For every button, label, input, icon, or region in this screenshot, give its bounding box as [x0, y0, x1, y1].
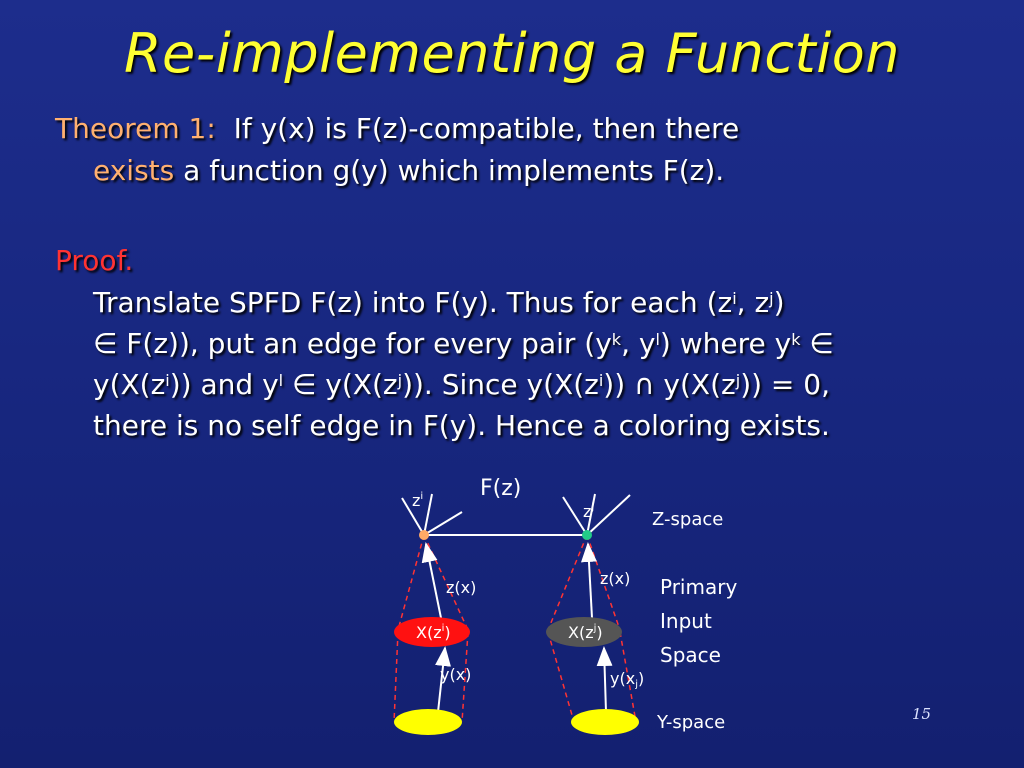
xzi-label: X(zi) — [416, 623, 451, 642]
proof-line-2: ∈ F(z)), put an edge for every pair (yk,… — [93, 327, 834, 361]
xzj-label: X(zj) — [568, 623, 603, 642]
sup: j — [735, 371, 741, 390]
yspace-label: Y-space — [656, 712, 725, 733]
proof-text: )) ∩ y(X(z — [603, 368, 736, 401]
proof-text: y(X(z — [93, 368, 166, 401]
proof-line-3: y(X(zi)) and yl ∈ y(X(zj)). Since y(X(zi… — [93, 368, 830, 402]
yx-right-arrow — [596, 646, 613, 713]
sup: j — [769, 289, 774, 308]
xzi-ellipse — [394, 617, 470, 647]
y-ellipse-right — [571, 709, 639, 735]
sup: i — [732, 289, 737, 308]
zx-left-arrow — [421, 542, 442, 619]
proof-text: , y — [621, 327, 656, 360]
proof-text: )) = 0, — [740, 368, 831, 401]
sup: i — [598, 371, 604, 390]
zj-label: zj — [583, 502, 594, 521]
primary-label-3: Space — [660, 643, 721, 667]
xzj-ellipse — [546, 617, 622, 647]
proof-line-1: Translate SPFD F(z) into F(y). Thus for … — [93, 286, 785, 320]
sup: l — [278, 371, 284, 390]
zx-right-arrow — [580, 542, 597, 619]
yx-right-label: y(xj) — [610, 669, 644, 690]
zi-point — [419, 530, 429, 540]
proof-text: ∈ y(X(z — [283, 368, 398, 401]
zi-fan — [401, 493, 463, 536]
fz-label: F(z) — [480, 476, 521, 501]
primary-label-2: Input — [660, 609, 712, 633]
theorem-exists: exists — [93, 154, 175, 187]
sup: k — [611, 330, 622, 349]
yx-left-arrow — [435, 646, 451, 713]
left-cone — [393, 534, 469, 723]
proof-text: ) — [773, 286, 785, 319]
proof-line-4: there is no self edge in F(y). Hence a c… — [93, 409, 830, 443]
proof-text: there is no self edge in F(y). Hence a c… — [93, 409, 830, 442]
proof-text: )). Since y(X(z — [402, 368, 599, 401]
proof-text: )) and y — [169, 368, 279, 401]
zj-fan — [562, 493, 631, 536]
proof-text: ) where y — [659, 327, 792, 360]
proof-text: ∈ — [800, 327, 834, 360]
zx-right-label: z(x) — [600, 569, 630, 588]
proof-text: , z — [736, 286, 770, 319]
theorem-label: Theorem 1: — [55, 112, 216, 145]
page-number: 15 — [912, 705, 932, 723]
y-ellipse-left — [394, 709, 462, 735]
sup: j — [397, 371, 403, 390]
zi-label: zi — [412, 491, 423, 510]
zj-point — [582, 530, 592, 540]
theorem-text-2: a function g(y) which implements F(z). — [174, 154, 725, 187]
theorem-text-1: If y(x) is F(z)-compatible, then there — [233, 112, 740, 145]
proof-text: ∈ F(z)), put an edge for every pair (y — [93, 327, 612, 360]
sup: l — [655, 330, 660, 349]
yx-left-label: y(x) — [440, 665, 471, 684]
proof-text: Translate SPFD F(z) into F(y). Thus for … — [93, 286, 733, 319]
sup: i — [165, 371, 170, 390]
theorem-line-1: Theorem 1: If y(x) is F(z)-compatible, t… — [55, 112, 739, 146]
proof-label: Proof. — [55, 244, 134, 277]
right-cone — [547, 534, 637, 723]
sup: k — [791, 330, 801, 349]
proof-label-line: Proof. — [55, 244, 133, 278]
zspace-label: Z-space — [652, 509, 723, 530]
slide-title: Re-implementing a Function — [124, 22, 900, 85]
primary-label-1: Primary — [660, 575, 737, 599]
zx-left-label: z(x) — [446, 578, 476, 597]
theorem-line-2: exists a function g(y) which implements … — [93, 154, 724, 188]
